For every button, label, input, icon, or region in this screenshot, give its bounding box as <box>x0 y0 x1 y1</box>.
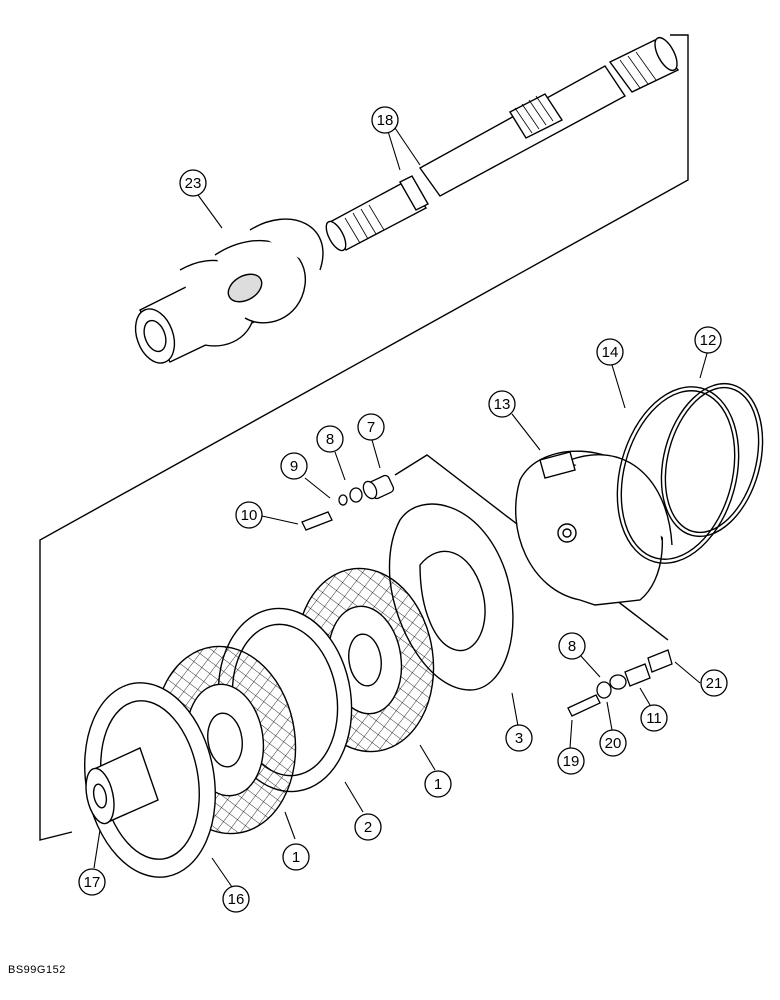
svg-text:12: 12 <box>700 332 717 349</box>
callout-17: 17 <box>78 868 106 896</box>
svg-text:17: 17 <box>84 874 101 891</box>
callout-19: 19 <box>557 747 585 775</box>
svg-text:1: 1 <box>292 849 300 866</box>
callout-2: 2 <box>354 813 382 841</box>
callout-7: 7 <box>357 413 385 441</box>
callout-8-lower: 8 <box>558 632 586 660</box>
piston <box>515 450 673 606</box>
svg-text:13: 13 <box>494 396 511 413</box>
svg-text:2: 2 <box>364 819 372 836</box>
svg-text:14: 14 <box>602 344 619 361</box>
callout-3: 3 <box>505 724 533 752</box>
callout-16: 16 <box>222 885 250 913</box>
svg-text:8: 8 <box>568 638 576 655</box>
svg-text:10: 10 <box>241 507 258 524</box>
svg-text:16: 16 <box>228 891 245 908</box>
callout-10: 10 <box>235 501 263 529</box>
valve-parts-upper <box>301 474 395 531</box>
valve-parts-lower <box>567 649 673 717</box>
shaft <box>325 36 680 252</box>
callout-21: 21 <box>700 669 728 697</box>
callout-20: 20 <box>599 729 627 757</box>
svg-text:20: 20 <box>605 735 622 752</box>
svg-text:21: 21 <box>706 675 723 692</box>
callout-1-left: 1 <box>282 843 310 871</box>
svg-text:7: 7 <box>367 419 375 436</box>
leader-lines <box>93 127 709 888</box>
gear <box>85 747 159 825</box>
svg-text:3: 3 <box>515 730 523 747</box>
svg-text:18: 18 <box>377 112 394 129</box>
splined-hub <box>134 218 324 364</box>
svg-text:8: 8 <box>326 431 334 448</box>
svg-text:9: 9 <box>290 458 298 475</box>
callout-23: 23 <box>179 169 207 197</box>
callouts: 23 18 14 12 13 7 8 9 <box>78 106 728 913</box>
callout-14: 14 <box>596 338 624 366</box>
svg-text:1: 1 <box>434 776 442 793</box>
svg-text:11: 11 <box>646 710 662 727</box>
o-rings <box>616 382 764 564</box>
callout-13: 13 <box>488 390 516 418</box>
callout-18: 18 <box>371 106 399 134</box>
svg-text:23: 23 <box>185 175 202 192</box>
callout-9: 9 <box>280 452 308 480</box>
figure-code: BS99G152 <box>8 964 66 976</box>
callout-8: 8 <box>316 425 344 453</box>
callout-1-right: 1 <box>424 770 452 798</box>
svg-text:19: 19 <box>563 753 580 770</box>
callout-11: 11 <box>640 704 668 732</box>
callout-12: 12 <box>694 326 722 354</box>
